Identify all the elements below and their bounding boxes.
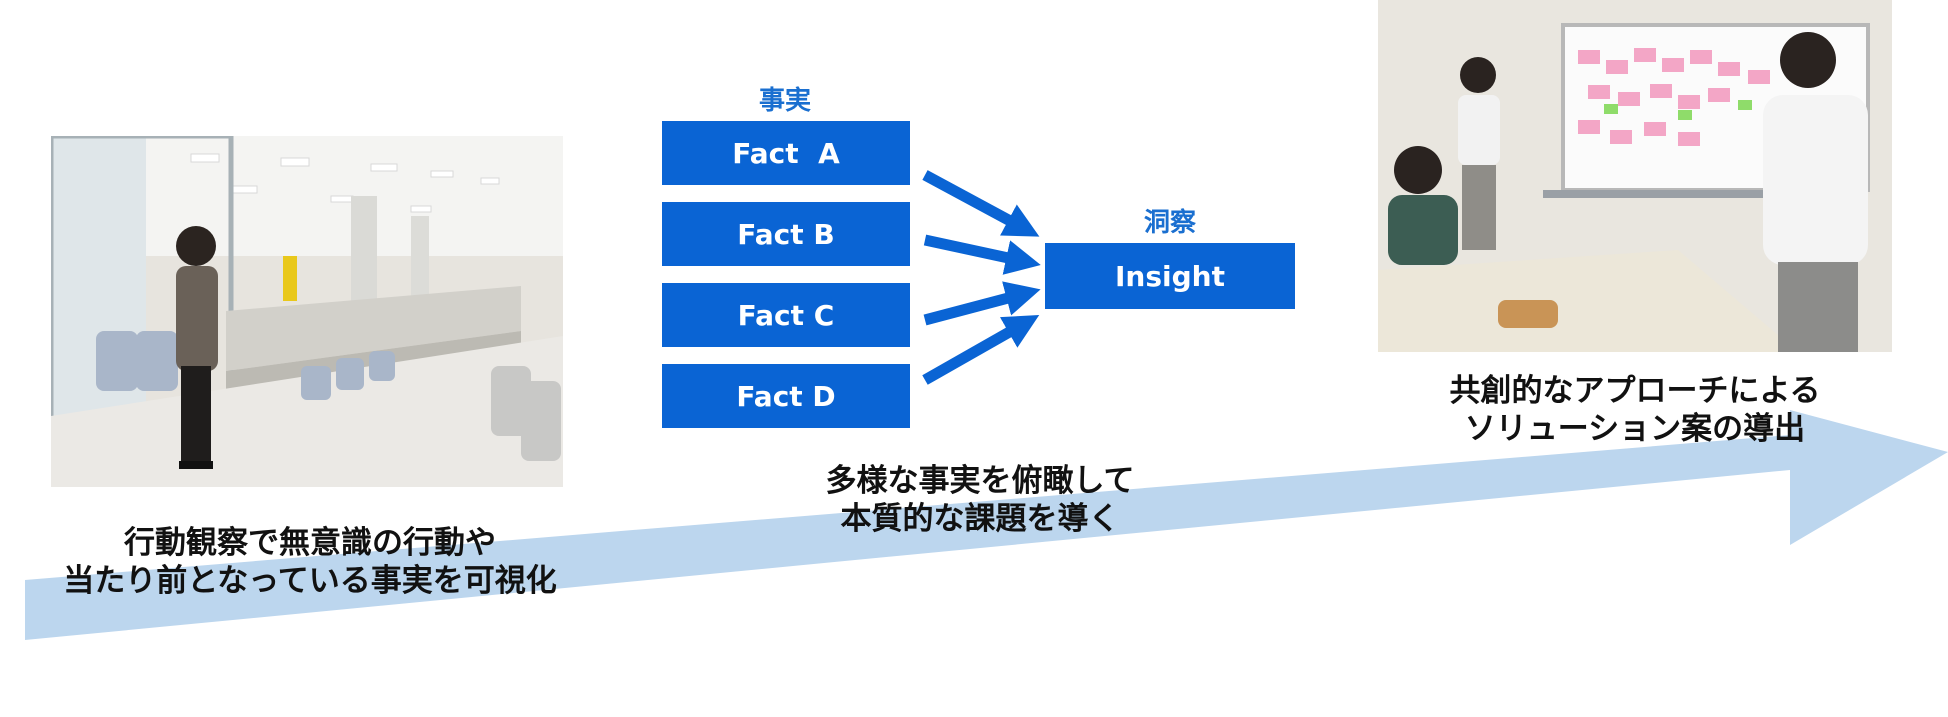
workshop-photo — [1378, 0, 1892, 352]
arrow-fact-a — [922, 170, 1040, 237]
middle-caption: 多様な事実を俯瞰して 本質的な課題を導く — [720, 462, 1240, 538]
middle-caption-line2: 本質的な課題を導く — [840, 501, 1120, 537]
insight-box: Insight — [1045, 243, 1295, 309]
arrow-fact-d — [922, 315, 1040, 385]
right-caption-line1: 共創的なアプローチによる — [1449, 373, 1821, 409]
fact-box-a: Fact A — [662, 121, 910, 185]
fact-box-d: Fact D — [662, 364, 910, 428]
left-caption-line1: 行動観察で無意識の行動や — [124, 525, 496, 561]
left-caption-line2: 当たり前となっている事実を可視化 — [63, 563, 557, 599]
fact-box-c: Fact C — [662, 283, 910, 347]
middle-caption-line1: 多様な事実を俯瞰して — [825, 463, 1135, 499]
right-caption-line2: ソリューション案の導出 — [1464, 411, 1806, 447]
arrow-fact-c — [923, 281, 1041, 326]
left-caption: 行動観察で無意識の行動や 当たり前となっている事実を可視化 — [10, 524, 610, 600]
observation-photo — [51, 136, 563, 487]
right-caption: 共創的なアプローチによる ソリューション案の導出 — [1370, 372, 1900, 448]
insight-heading: 洞察 — [1143, 208, 1196, 238]
facts-heading: 事実 — [758, 86, 811, 116]
fact-to-insight-arrows — [922, 170, 1041, 385]
arrow-fact-b — [923, 234, 1041, 275]
fact-box-b: Fact B — [662, 202, 910, 266]
